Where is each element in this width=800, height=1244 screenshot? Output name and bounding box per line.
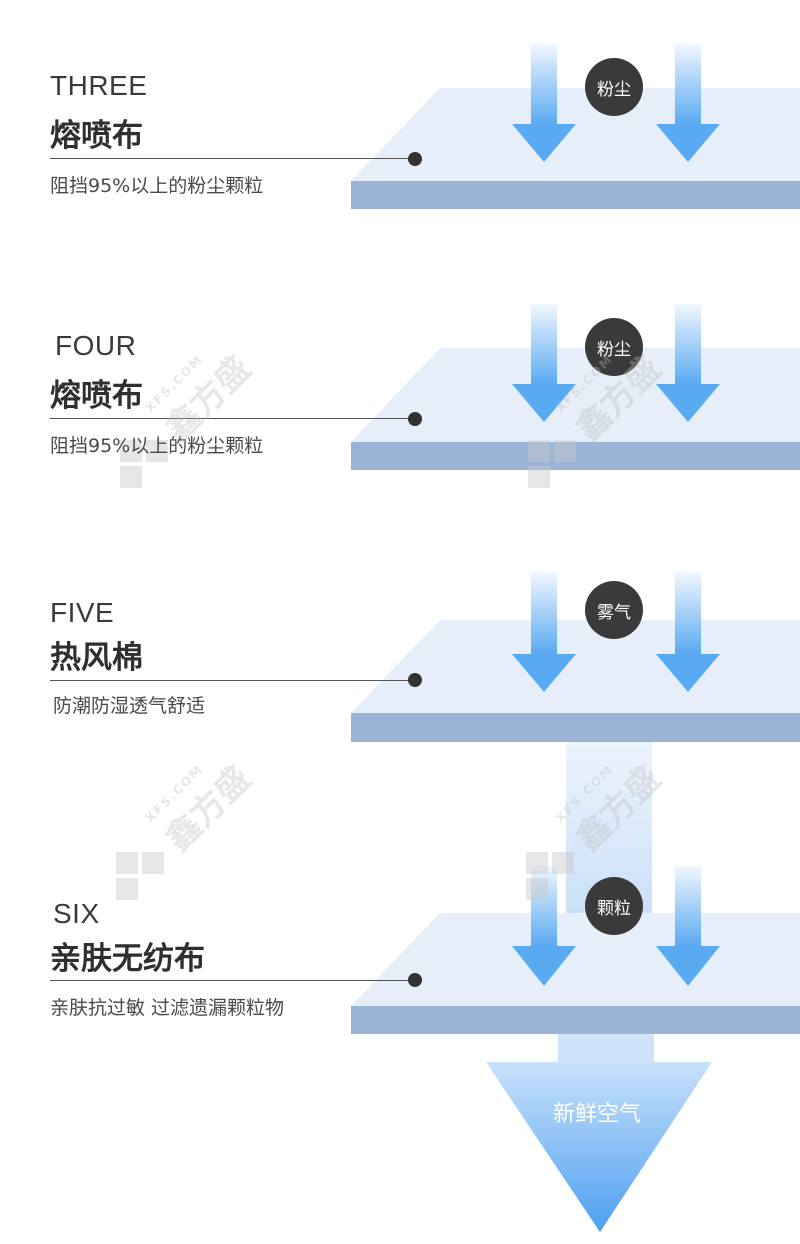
layer-description: 亲肤抗过敏 过滤遗漏颗粒物 <box>50 997 285 1019</box>
filter-layer-four <box>351 304 800 470</box>
layer-side-face <box>351 442 800 470</box>
layer-number: FIVE <box>50 597 115 628</box>
layer-name: 亲肤无纺布 <box>50 941 205 977</box>
layer-number: FOUR <box>55 330 137 361</box>
layer-name: 熔喷布 <box>50 118 143 154</box>
fresh-air-arrow-icon <box>486 1034 712 1232</box>
layer-side-face <box>351 181 800 209</box>
filter-layer-three <box>351 44 800 209</box>
layer-number: THREE <box>50 70 148 101</box>
down-arrow-icon <box>512 572 576 692</box>
leader-line <box>50 418 412 419</box>
particle-badge: 颗粒 <box>585 877 643 935</box>
watermark-logo-icon <box>116 440 576 900</box>
down-arrow-icon <box>656 44 720 162</box>
layer-description: 阻挡95%以上的粉尘颗粒 <box>50 175 264 197</box>
down-arrow-icon <box>512 866 576 986</box>
leader-dot <box>408 973 422 987</box>
fresh-air-label: 新鲜空气 <box>553 1102 642 1127</box>
leader-dot <box>408 673 422 687</box>
leader-line <box>50 680 412 681</box>
layer-top-face <box>351 913 800 1006</box>
layer-top-face <box>351 88 800 181</box>
down-arrow-icon <box>656 304 720 422</box>
layer-side-face <box>351 1006 800 1034</box>
down-arrow-icon <box>656 572 720 692</box>
leader-dot <box>408 412 422 426</box>
leader-line <box>50 980 412 981</box>
particle-badge: 粉尘 <box>585 318 643 376</box>
layer-description: 阻挡95%以上的粉尘颗粒 <box>50 435 264 457</box>
particle-badge: 粉尘 <box>585 58 643 116</box>
layer-description: 防潮防湿透气舒适 <box>53 695 206 717</box>
particle-badge: 雾气 <box>585 581 643 639</box>
filter-layer-six <box>351 866 800 1034</box>
leader-dot <box>408 152 422 166</box>
layer-top-face <box>351 620 800 713</box>
down-arrow-icon <box>656 866 720 986</box>
layer-name: 熔喷布 <box>50 378 143 414</box>
layer-side-face <box>351 713 800 742</box>
layer-number: SIX <box>53 898 100 929</box>
layer-name: 热风棉 <box>50 640 143 676</box>
filter-layer-five <box>351 572 800 742</box>
down-arrow-icon <box>512 304 576 422</box>
leader-line <box>50 158 412 159</box>
down-arrow-icon <box>512 44 576 162</box>
